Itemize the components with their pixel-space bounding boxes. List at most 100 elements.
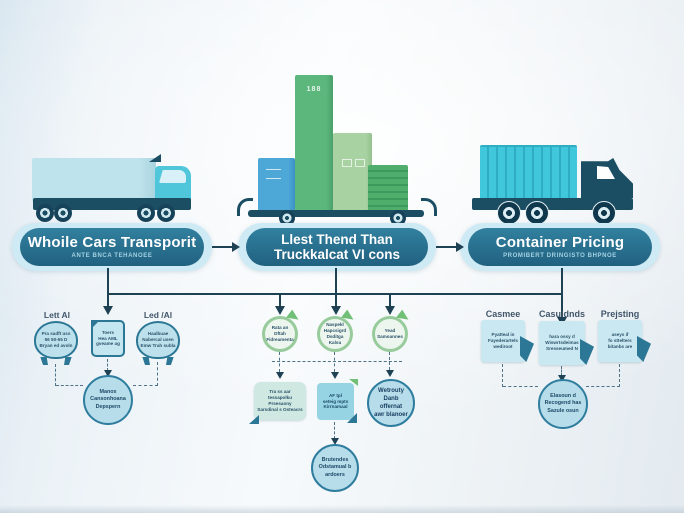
node-text: Toers <box>101 329 115 335</box>
connector-arrow-down <box>103 370 112 377</box>
pill-whole-cars-body: Whoile Cars Transporit ANTE BNCA TEHANOE… <box>20 228 204 266</box>
dashed-connector <box>279 352 280 372</box>
node-label: Casmee <box>485 309 521 319</box>
sticky-note-node: hara ossy d Wiswrtsdeimas Sresseumed N <box>539 321 594 365</box>
node-text: gveame ag <box>96 341 120 347</box>
node-text: Brutendes <box>321 457 349 464</box>
dashed-connector <box>586 386 620 387</box>
cargo-bar-tall-green: 188 <box>295 75 333 211</box>
speech-note-node: Tra ss aar tessapolku Prsesaony Sarsdina… <box>249 382 306 424</box>
node-text: Dftah <box>274 331 286 337</box>
node-text: Sarsdinal s Osteacrs <box>257 406 303 412</box>
summary-circle-node: Manox Cansonhoana Depspern <box>83 375 133 425</box>
cycle-arrow-icon <box>396 309 411 325</box>
container-truck-illustration <box>468 140 643 226</box>
summary-circle-node: Wetrouty Danb offernat awr blanoer <box>367 379 415 427</box>
connector-arrow-down <box>385 370 394 377</box>
pill-whole-cars-transport: Whoile Cars Transporit ANTE BNCA TEHANOE… <box>12 223 212 271</box>
node-text: aseys if <box>611 332 629 338</box>
dashed-connector <box>133 385 158 386</box>
connector-arrow-down <box>274 306 285 315</box>
node-text: Rata an <box>271 325 289 331</box>
cart-handle-left <box>237 198 253 216</box>
node-text: Naspekl <box>326 322 344 328</box>
box-truck-illustration <box>28 152 208 226</box>
node-text: ardoers <box>325 471 345 478</box>
pill-title-line2: Truckkalcat VI cons <box>273 247 401 262</box>
cart-wheel <box>390 210 406 226</box>
cargo-bar-light-green <box>333 133 372 211</box>
node-text: Yead <box>384 328 396 334</box>
connector-arrow-down <box>330 306 341 315</box>
connector-arrow-down <box>102 306 113 315</box>
truck-wheel <box>157 204 175 222</box>
node-label: Casuldnds <box>538 309 585 319</box>
connector-arrow-right <box>232 242 240 252</box>
dashed-connector <box>561 366 562 376</box>
node-text: bitanbs are <box>607 343 633 349</box>
node-text: Fidreamenta <box>266 336 294 342</box>
node-text: Nabercal usen <box>142 337 174 343</box>
node-text: tessapolku Prsesaony <box>268 395 292 406</box>
node-text: 56 50-55 D <box>44 337 68 343</box>
connector-arrow-down <box>330 372 339 379</box>
truck-trailer <box>32 158 156 202</box>
cargo-container-striped <box>368 165 408 211</box>
node-text: Hapcsigrd <box>323 328 347 334</box>
node-text: Manox <box>99 389 117 396</box>
connector-arrow-down <box>384 306 395 315</box>
pill-less-than-truckload: Llest Thend Than Truckkalcat VI cons <box>238 223 436 271</box>
container-truck-window <box>597 166 615 179</box>
cart-wheel <box>279 210 295 226</box>
node-text: Emw Trah subla <box>140 342 176 348</box>
node-text: Recogend has <box>544 400 582 407</box>
note-curl <box>580 339 594 365</box>
node-text: Sazule osun <box>547 407 579 414</box>
cycle-node: Rata an Dftah Fidreamenta <box>262 309 301 352</box>
cart-handle-right <box>421 198 437 216</box>
container-truck-cab <box>581 158 633 198</box>
truck-wheel <box>54 204 72 222</box>
container-box <box>480 145 577 200</box>
node-text: Wiswrtsdeimas <box>545 340 579 346</box>
cycle-node: Yead Samoannes <box>372 309 411 352</box>
node-text: Sresseumed N <box>546 345 578 351</box>
cargo-bars-cart-illustration: 188 <box>237 70 437 230</box>
node-text: hara ossy d <box>549 334 575 340</box>
node-text: Fayederartels <box>488 338 518 344</box>
note-curl <box>520 336 534 362</box>
node-text: AF tpl <box>328 392 342 398</box>
node-text: wediroot <box>493 343 513 349</box>
dashed-connector <box>389 352 390 370</box>
truck-wheel <box>36 204 54 222</box>
connector-line <box>107 294 109 307</box>
node-text: Elasoun d <box>550 393 576 400</box>
summary-circle-node: Brutendes Odstamual b ardoers <box>311 444 359 492</box>
container-truck-wheel <box>497 201 521 225</box>
truck-cab-window <box>159 170 186 183</box>
dashed-connector <box>272 361 402 362</box>
container-truck-wheel <box>525 201 549 225</box>
dashed-connector <box>619 364 620 387</box>
node-text: Kirrnamaal <box>323 404 348 410</box>
pill-container-pricing-body: Container Pricing PROMIBERT DRINGISTO BH… <box>468 228 652 266</box>
cargo-window <box>342 159 352 167</box>
speech-bubble-node: Pra sadft uss 56 50-55 D Bryan ed avoln <box>34 321 78 359</box>
note-leaf <box>349 379 358 386</box>
connector-line <box>212 246 234 248</box>
connector-arrow-down <box>275 372 284 379</box>
node-text: Samoannes <box>377 334 403 339</box>
node-text: Pra sadft uss <box>41 331 71 337</box>
sticky-note-node: aseys if fo sttelters bitanbs are <box>598 320 651 362</box>
note-curl <box>637 336 651 362</box>
connector-arrow-down <box>330 438 339 445</box>
connector-line <box>107 293 563 295</box>
note-node: AF tpl seteig mpts Kirrnamaal <box>317 379 358 423</box>
connector-line <box>335 268 337 307</box>
cycle-arrow-icon <box>286 309 301 325</box>
cargo-window <box>355 159 365 167</box>
pill-container-pricing: Container Pricing PROMIBERT DRINGISTO BH… <box>460 223 660 271</box>
cart-platform <box>248 210 424 217</box>
pill-title: Whoile Cars Transporit <box>27 234 197 252</box>
